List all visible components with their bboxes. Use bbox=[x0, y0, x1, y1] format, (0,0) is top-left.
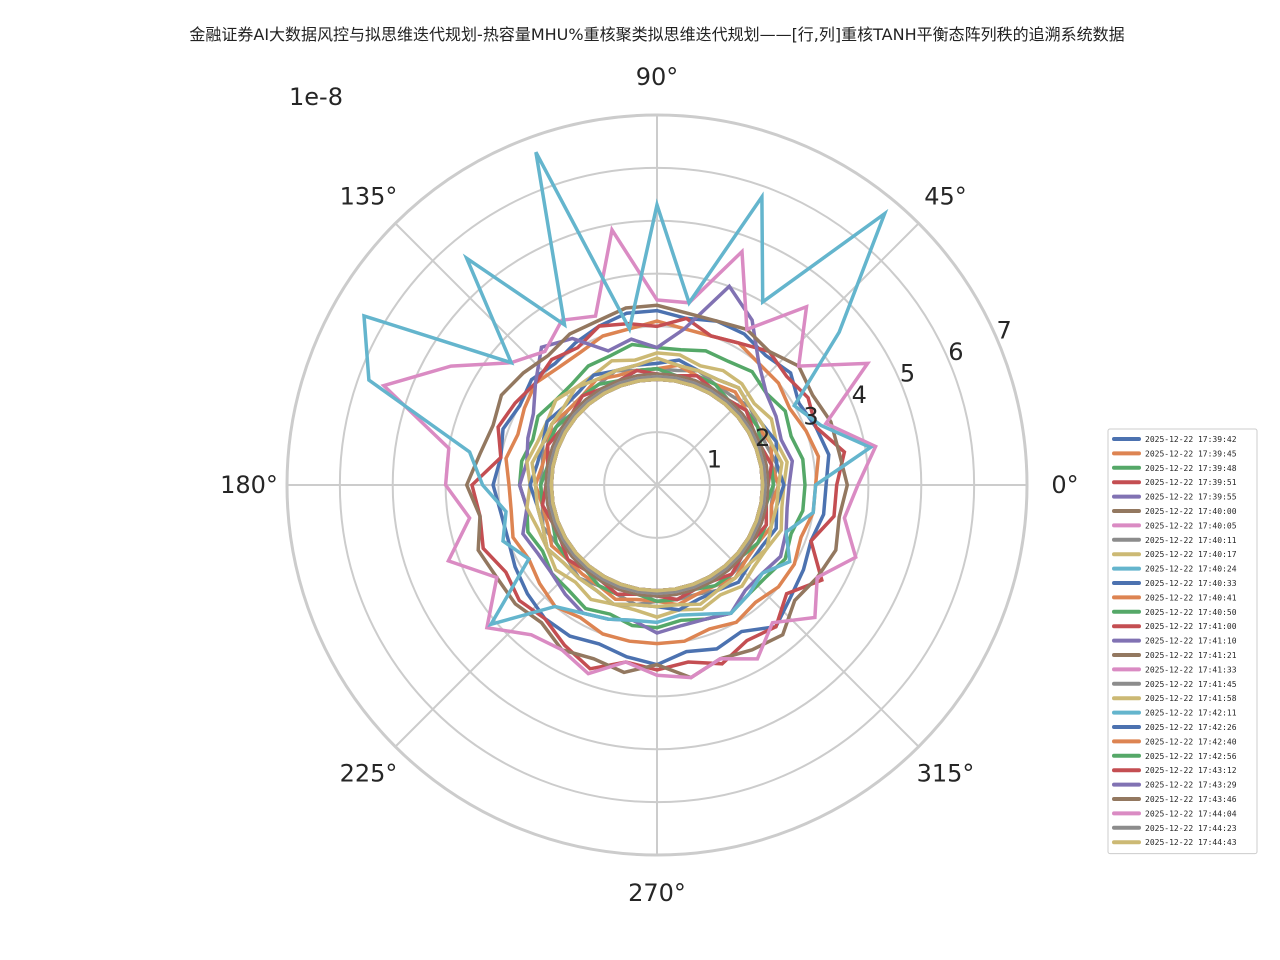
series-line bbox=[380, 225, 878, 680]
legend-label: 2025-12-22 17:41:21 bbox=[1145, 651, 1237, 660]
legend-label: 2025-12-22 17:40:41 bbox=[1145, 593, 1237, 602]
angular-gridline bbox=[656, 222, 920, 486]
series-line bbox=[491, 308, 831, 667]
radial-tick-label: 5 bbox=[900, 359, 915, 387]
legend-label: 2025-12-22 17:39:45 bbox=[1145, 449, 1237, 458]
angle-tick-label: 0° bbox=[1051, 471, 1078, 499]
angle-tick-label: 270° bbox=[628, 879, 686, 907]
series-line bbox=[546, 374, 768, 596]
legend-label: 2025-12-22 17:40:50 bbox=[1145, 608, 1237, 617]
angle-tick-label: 225° bbox=[340, 759, 398, 787]
radial-tick-label: 7 bbox=[997, 316, 1012, 344]
legend-label: 2025-12-22 17:39:48 bbox=[1145, 464, 1237, 473]
legend-label: 2025-12-22 17:39:42 bbox=[1145, 435, 1237, 444]
radial-tick-label: 3 bbox=[803, 402, 818, 430]
legend-label: 2025-12-22 17:40:11 bbox=[1145, 536, 1237, 545]
radial-scale-label: 1e-8 bbox=[289, 83, 343, 111]
legend-label: 2025-12-22 17:43:46 bbox=[1145, 795, 1237, 804]
series-line bbox=[362, 151, 889, 628]
series-line bbox=[549, 377, 765, 593]
series-line bbox=[530, 356, 784, 609]
radial-tick-label: 4 bbox=[852, 381, 867, 409]
radial-tick-label: 2 bbox=[755, 424, 770, 452]
legend-label: 2025-12-22 17:39:55 bbox=[1145, 493, 1237, 502]
legend-label: 2025-12-22 17:44:23 bbox=[1145, 824, 1237, 833]
legend-label: 2025-12-22 17:43:29 bbox=[1145, 781, 1237, 790]
series-group bbox=[362, 151, 889, 680]
legend-label: 2025-12-22 17:44:04 bbox=[1145, 809, 1237, 818]
series-line bbox=[544, 372, 770, 598]
legend: 2025-12-22 17:39:42 2025-12-22 17:39:45 20… bbox=[1107, 428, 1258, 855]
legend-label: 2025-12-22 17:40:33 bbox=[1145, 579, 1237, 588]
legend-label: 2025-12-22 17:40:05 bbox=[1145, 521, 1237, 530]
legend-label: 2025-12-22 17:42:56 bbox=[1145, 752, 1237, 761]
legend-label: 2025-12-22 17:40:00 bbox=[1145, 507, 1237, 516]
legend-label: 2025-12-22 17:43:12 bbox=[1145, 766, 1237, 775]
radial-tick-label: 6 bbox=[948, 338, 963, 366]
angle-tick-label: 45° bbox=[924, 183, 967, 211]
tick-labels: 0° 45° 90° 135° 180° 225° 270° 315° 1 2 3 4 5 6 7 bbox=[220, 63, 1079, 907]
legend-label: 2025-12-22 17:41:33 bbox=[1145, 665, 1237, 674]
legend-label: 2025-12-22 17:44:43 bbox=[1145, 838, 1237, 847]
legend-label: 2025-12-22 17:40:17 bbox=[1145, 550, 1237, 559]
legend-label: 2025-12-22 17:41:00 bbox=[1145, 622, 1237, 631]
legend-label: 2025-12-22 17:41:10 bbox=[1145, 637, 1237, 646]
legend-label: 2025-12-22 17:40:24 bbox=[1145, 565, 1237, 574]
legend-label: 2025-12-22 17:42:26 bbox=[1145, 723, 1237, 732]
angle-tick-label: 90° bbox=[636, 63, 679, 91]
angle-tick-label: 315° bbox=[917, 759, 975, 787]
angle-tick-label: 180° bbox=[220, 471, 278, 499]
series-line bbox=[470, 316, 847, 672]
polar-grid bbox=[285, 113, 1029, 857]
chart-title: 金融证券AI大数据风控与拟思维迭代规划-热容量MHU%重核聚类拟思维迭代规划——… bbox=[189, 25, 1124, 44]
legend-label: 2025-12-22 17:42:11 bbox=[1145, 709, 1237, 718]
legend-label: 2025-12-22 17:41:45 bbox=[1145, 680, 1237, 689]
angle-tick-label: 135° bbox=[340, 183, 398, 211]
series-line bbox=[538, 366, 776, 604]
legend-label: 2025-12-22 17:42:40 bbox=[1145, 737, 1237, 746]
legend-box bbox=[1107, 428, 1258, 855]
angular-gridline bbox=[394, 222, 658, 486]
legend-label: 2025-12-22 17:39:51 bbox=[1145, 478, 1237, 487]
radial-tick-label: 1 bbox=[707, 445, 722, 473]
legend-label: 2025-12-22 17:41:58 bbox=[1145, 694, 1237, 703]
